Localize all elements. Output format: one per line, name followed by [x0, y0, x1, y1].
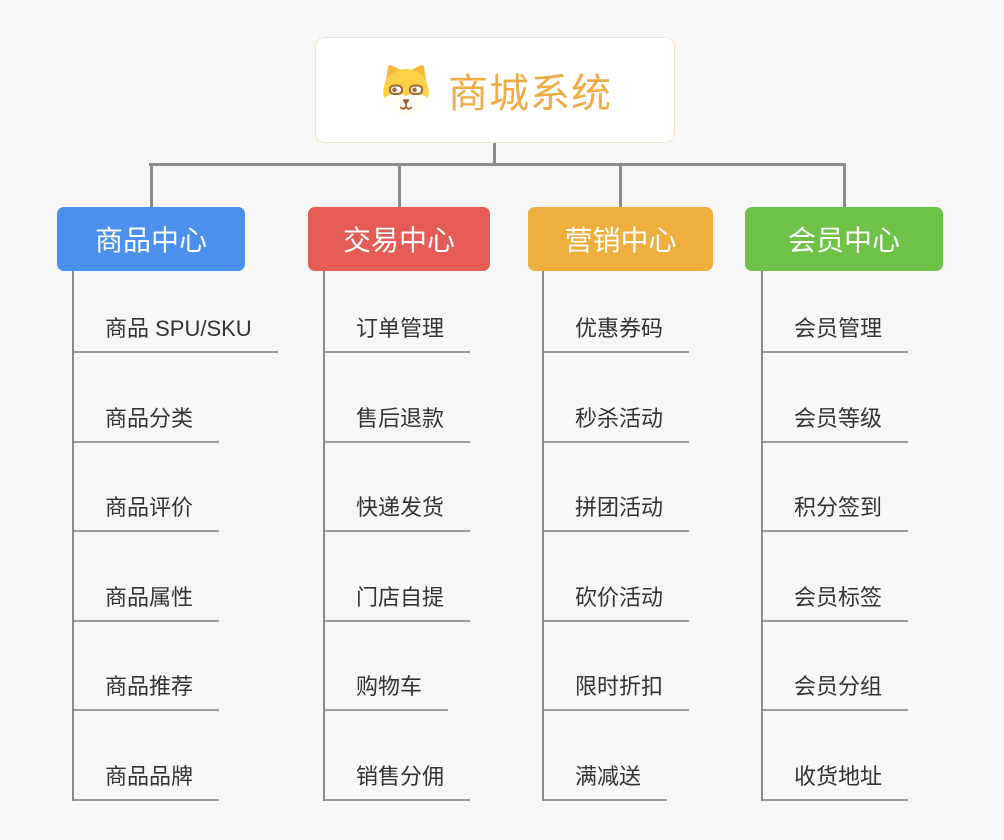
- branch-label: 交易中心: [342, 225, 455, 256]
- child-topic[interactable]: 秒杀活动: [542, 401, 690, 443]
- connector-branch-stem-1: [397, 163, 401, 207]
- child-topic-row: 会员管理: [761, 271, 909, 353]
- child-topic-row: 商品推荐: [72, 622, 278, 711]
- child-topic-row: 限时折扣: [542, 622, 690, 711]
- branch-label: 营销中心: [564, 225, 677, 256]
- child-topic-row: 积分签到: [761, 443, 909, 532]
- child-topic[interactable]: 收货地址: [761, 759, 909, 801]
- child-topic[interactable]: 商品推荐: [72, 669, 220, 711]
- connector-branch-stem-3: [842, 163, 846, 207]
- child-topic[interactable]: 售后退款: [323, 401, 471, 443]
- child-topic[interactable]: 会员管理: [761, 311, 909, 353]
- child-topic[interactable]: 限时折扣: [542, 669, 690, 711]
- child-topic[interactable]: 会员等级: [761, 401, 909, 443]
- child-topic[interactable]: 订单管理: [323, 311, 471, 353]
- child-topic-row: 砍价活动: [542, 532, 690, 622]
- child-topic[interactable]: 门店自提: [323, 580, 471, 622]
- branch-label: 会员中心: [787, 225, 900, 256]
- child-topic-row: 满减送: [542, 711, 689, 801]
- branch-node-2[interactable]: 营销中心: [528, 207, 713, 271]
- children-list-3: 会员管理会员等级积分签到会员标签会员分组收货地址: [761, 271, 909, 801]
- child-topic-row: 商品品牌: [72, 711, 278, 801]
- child-topic[interactable]: 拼团活动: [542, 490, 690, 532]
- child-topic-row: 会员标签: [761, 532, 909, 622]
- child-topic[interactable]: 砍价活动: [542, 580, 690, 622]
- child-topic[interactable]: 购物车: [323, 669, 449, 711]
- branch-node-1[interactable]: 交易中心: [308, 207, 490, 271]
- child-topic[interactable]: 优惠券码: [542, 311, 690, 353]
- child-topic-row: 购物车: [323, 622, 470, 711]
- child-topic[interactable]: 商品 SPU/SKU: [72, 311, 278, 353]
- child-topic-row: 销售分佣: [323, 711, 471, 801]
- child-topic-row: 门店自提: [323, 532, 471, 622]
- branch-node-0[interactable]: 商品中心: [57, 207, 245, 271]
- root-node[interactable]: 商城系统: [315, 37, 675, 143]
- child-topic[interactable]: 积分签到: [761, 490, 909, 532]
- children-list-2: 优惠券码秒杀活动拼团活动砍价活动限时折扣满减送: [542, 271, 690, 801]
- child-topic-row: 会员等级: [761, 353, 909, 443]
- connector-root-stem: [493, 143, 496, 164]
- child-topic-row: 会员分组: [761, 622, 909, 711]
- child-topic-row: 商品属性: [72, 532, 278, 622]
- child-topic-row: 秒杀活动: [542, 353, 690, 443]
- branch-node-3[interactable]: 会员中心: [745, 207, 943, 271]
- connector-top-horizontal: [149, 163, 845, 166]
- child-topic-row: 商品评价: [72, 443, 278, 532]
- child-topic-row: 拼团活动: [542, 443, 690, 532]
- child-topic-row: 收货地址: [761, 711, 909, 801]
- child-topic[interactable]: 销售分佣: [323, 759, 471, 801]
- connector-branch-stem-0: [149, 163, 153, 207]
- child-topic-row: 优惠券码: [542, 271, 690, 353]
- child-topic-row: 商品分类: [72, 353, 278, 443]
- child-topic[interactable]: 商品品牌: [72, 759, 220, 801]
- child-topic-row: 售后退款: [323, 353, 471, 443]
- root-title: 商城系统: [448, 72, 612, 116]
- children-list-0: 商品 SPU/SKU 商品分类商品评价商品属性商品推荐商品品牌: [72, 271, 278, 801]
- connector-branch-stem-2: [618, 163, 622, 207]
- child-topic[interactable]: 会员分组: [761, 669, 909, 711]
- branch-label: 商品中心: [94, 225, 207, 256]
- children-list-1: 订单管理售后退款快递发货门店自提购物车销售分佣: [323, 271, 471, 801]
- child-topic-row: 商品 SPU/SKU: [72, 271, 278, 353]
- child-topic[interactable]: 快递发货: [323, 490, 471, 532]
- child-topic-row: 订单管理: [323, 271, 471, 353]
- child-topic[interactable]: 商品评价: [72, 490, 220, 532]
- child-topic-row: 快递发货: [323, 443, 471, 532]
- child-topic[interactable]: 满减送: [542, 759, 668, 801]
- child-topic[interactable]: 商品属性: [72, 580, 220, 622]
- child-topic[interactable]: 商品分类: [72, 401, 220, 443]
- dog-face-icon: [378, 63, 434, 117]
- child-topic[interactable]: 会员标签: [761, 580, 909, 622]
